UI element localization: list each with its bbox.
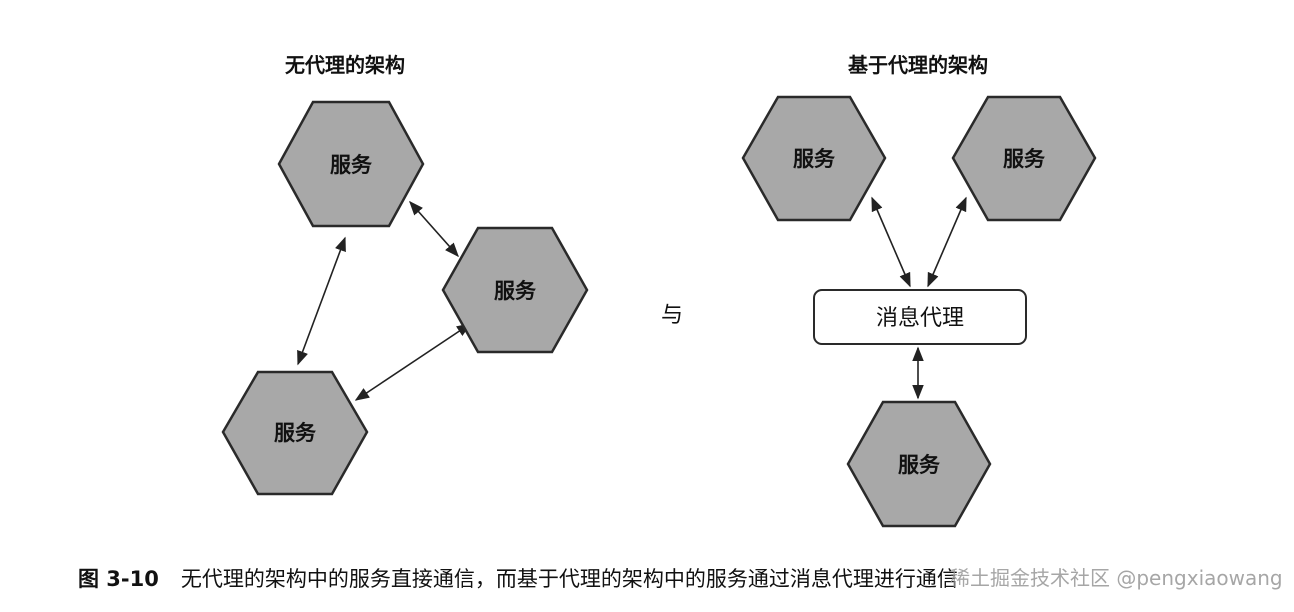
service-label: 服务 [330, 153, 373, 177]
right-diagram-title: 基于代理的架构 [848, 53, 988, 77]
hexagon-shape [846, 400, 992, 528]
edges-layer [297, 196, 967, 401]
hexagon-shape [277, 100, 425, 228]
service-node-left-bottom: 服务 [221, 370, 369, 496]
caption-text: 无代理的架构中的服务直接通信，而基于代理的架构中的服务通过消息代理进行通信 [180, 567, 958, 591]
service-node-right-bottom: 服务 [846, 400, 992, 528]
left-diagram-title: 无代理的架构 [285, 53, 405, 77]
service-label: 服务 [898, 453, 941, 477]
service-node-right-top-left: 服务 [741, 95, 887, 222]
edge-left-right-to-left-bottom [354, 323, 472, 401]
service-label: 服务 [793, 147, 836, 171]
service-node-left-top: 服务 [277, 100, 425, 228]
figure-caption: 图 3-10 无代理的架构中的服务直接通信，而基于代理的架构中的服务通过消息代理… [78, 558, 1278, 598]
broker-box [813, 289, 1027, 345]
edge-left-top-to-left-bottom [297, 236, 346, 366]
edge-right-top-left-to-broker [871, 196, 911, 288]
broker-label: 消息代理 [876, 306, 964, 331]
caption-number: 图 3-10 [78, 567, 159, 591]
service-label: 服务 [1003, 147, 1046, 171]
service-label: 服务 [494, 279, 537, 303]
service-label: 服务 [274, 421, 317, 445]
service-node-left-right: 服务 [441, 226, 589, 354]
watermark-text: 稀土掘金技术社区 @pengxiaowang [950, 566, 1283, 590]
hexagon-shape [741, 95, 887, 222]
hexagon-shape [951, 95, 1097, 222]
edge-left-top-to-left-right [409, 200, 459, 258]
hexagon-shape [441, 226, 589, 354]
connector-label: 与 [661, 303, 683, 328]
service-node-right-top-right: 服务 [951, 95, 1097, 222]
hexagon-shape [221, 370, 369, 496]
message-broker: 消息代理 [813, 289, 1027, 345]
edge-right-top-right-to-broker [927, 196, 967, 288]
